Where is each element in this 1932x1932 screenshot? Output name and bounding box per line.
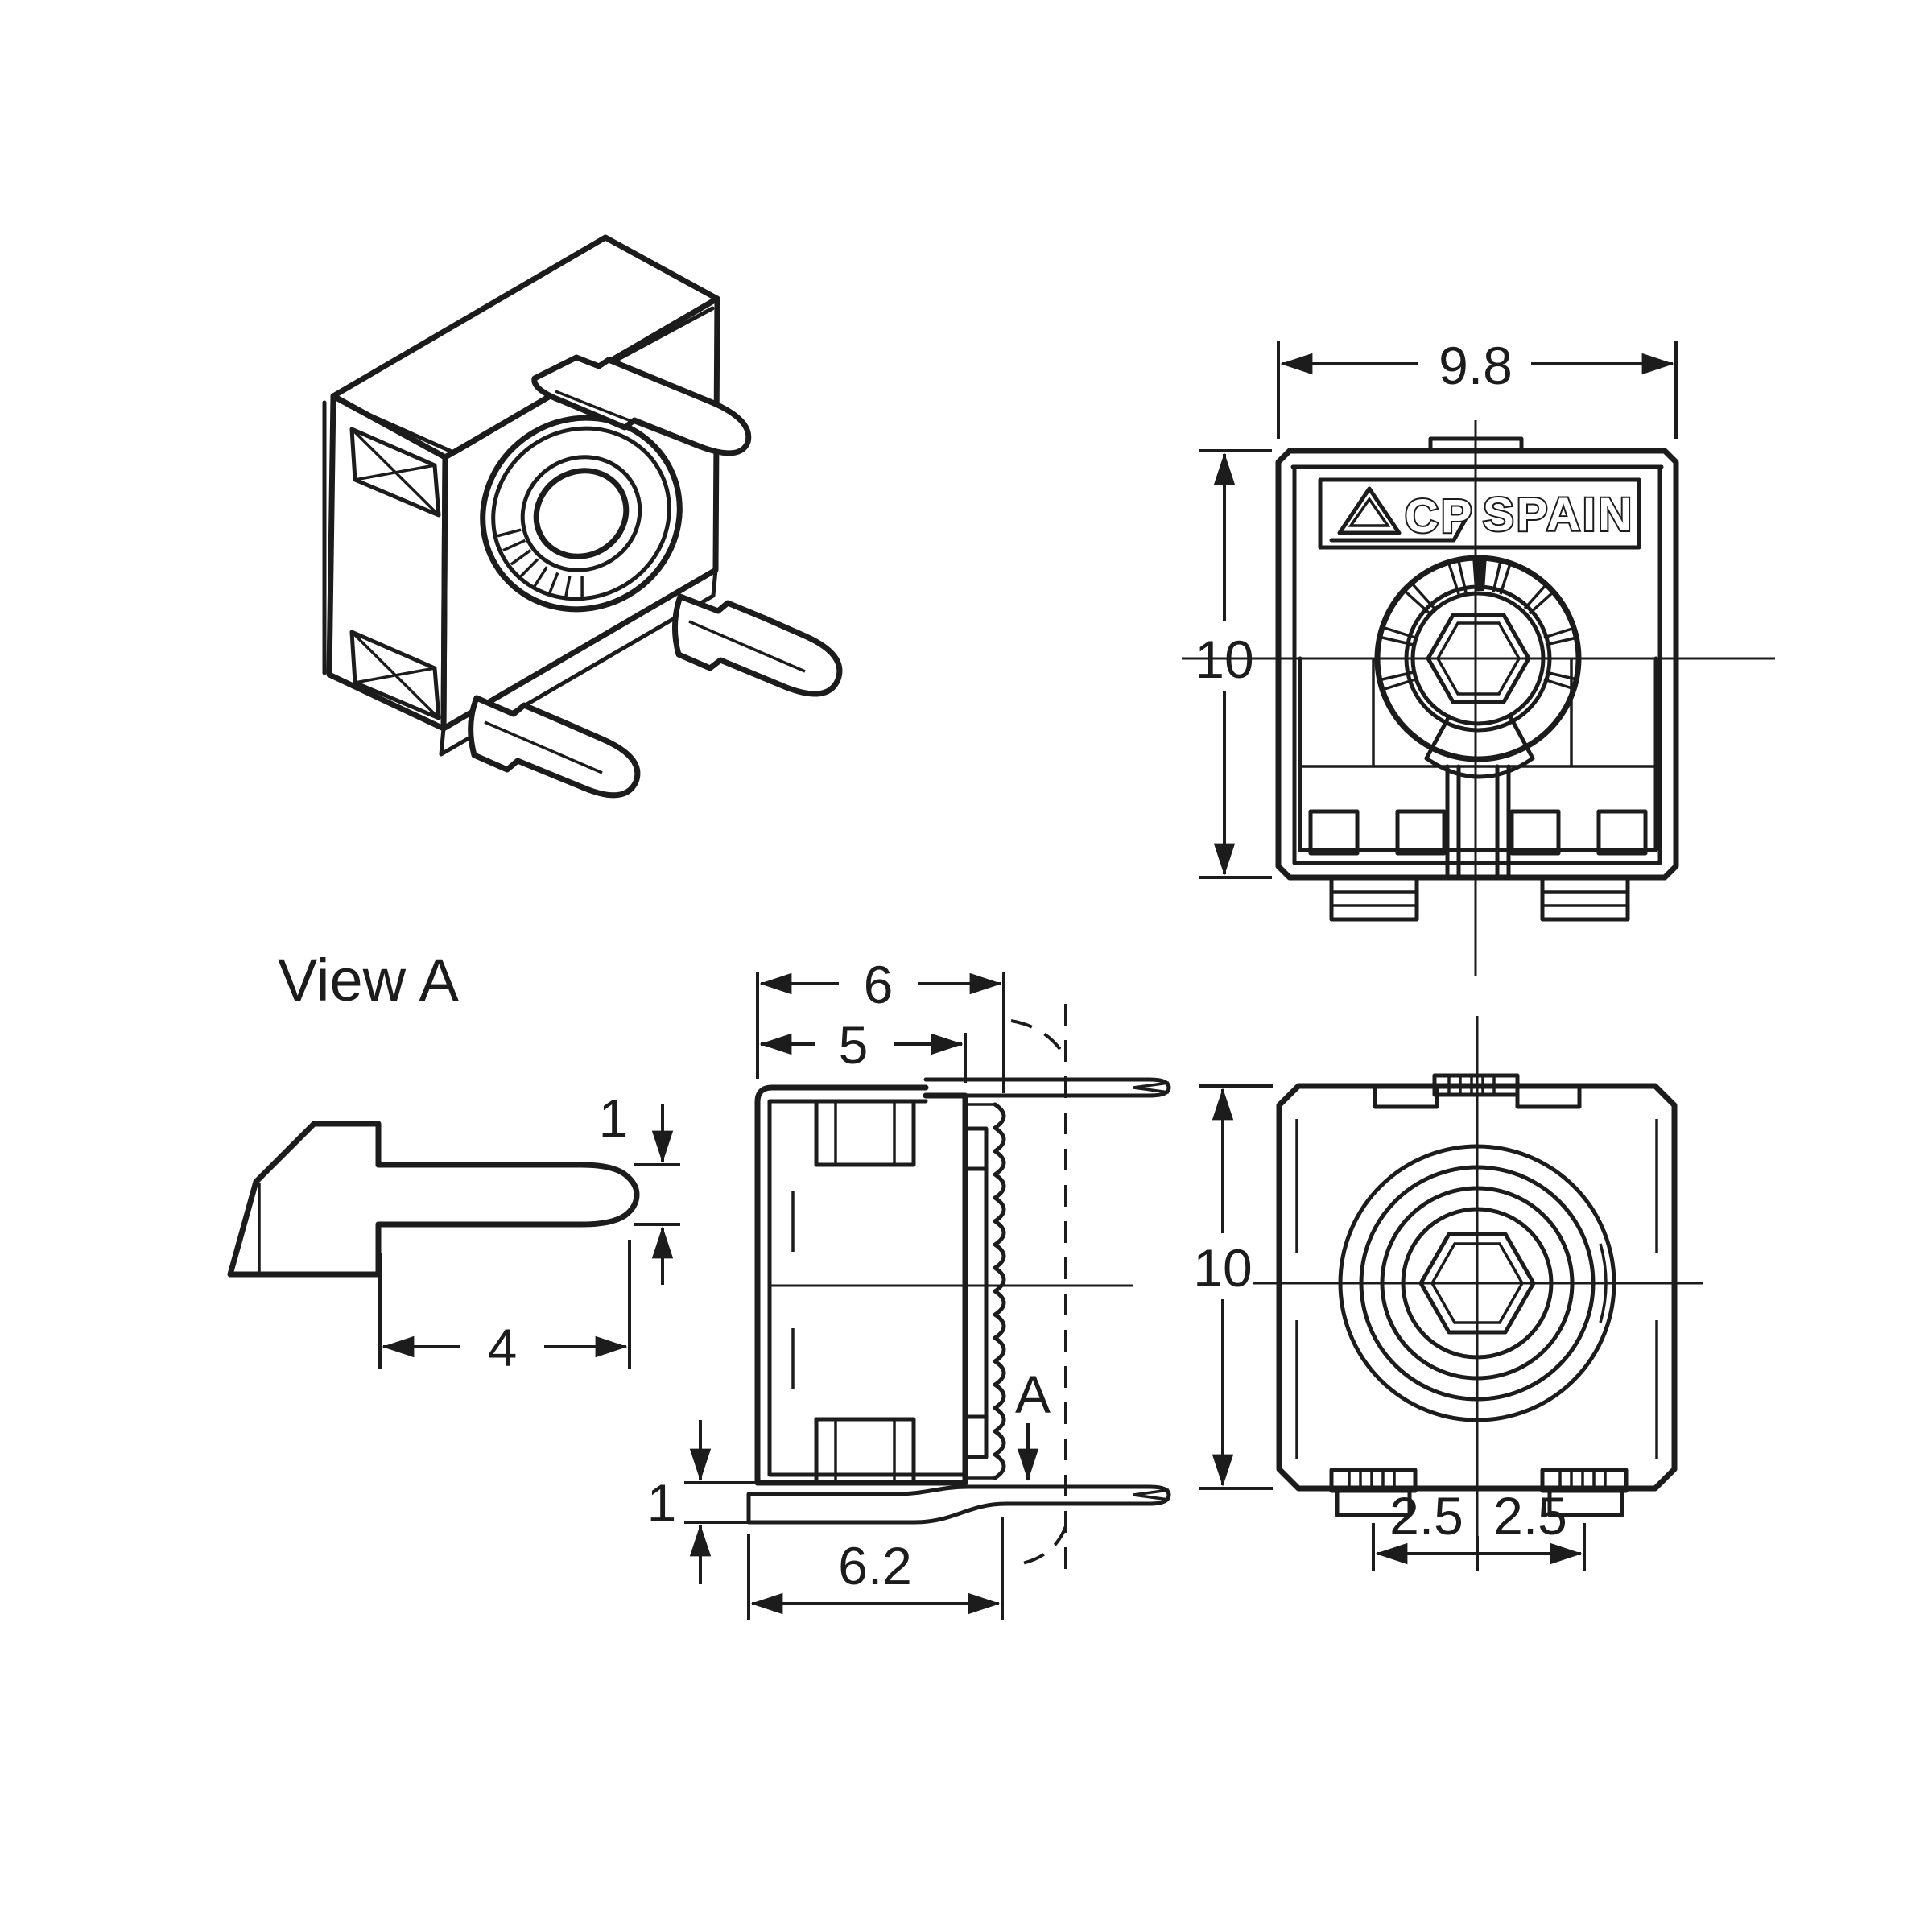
- back-body-outline: [1276, 1083, 1678, 1492]
- isometric-view: [322, 234, 843, 799]
- svg-text:6.2: 6.2: [838, 1536, 912, 1596]
- back-bottom-pins: [1329, 1468, 1629, 1517]
- front-feet: [1329, 875, 1630, 922]
- detail-pin-blade: [375, 1162, 640, 1228]
- front-body-outline: [1275, 448, 1679, 881]
- iso-pin-middle: [671, 593, 843, 697]
- side-knurl-edge: [993, 1102, 1006, 1480]
- iso-pin-bottom: [468, 695, 641, 799]
- side-pin-top: [923, 1077, 1171, 1098]
- svg-text:10: 10: [1193, 1238, 1252, 1298]
- iso-chamfer-pocket-bottom: [349, 630, 441, 720]
- dim-back-height: 10: [1193, 1084, 1273, 1490]
- dim-side-depth: 6: [756, 955, 1005, 1093]
- dim-side-cover-depth: 5: [759, 1015, 967, 1083]
- dim-front-width: 9.8: [1277, 336, 1678, 439]
- dim-back-pin-spacing: 2.5 2.5: [1372, 1486, 1586, 1571]
- dim-pin-spacing-left: 2.5: [1389, 1486, 1463, 1546]
- side-hidden-rotor-line: [1010, 1004, 1067, 1570]
- side-body-right-bottom: [754, 1092, 968, 1486]
- brand-logo-letters: CP: [1405, 490, 1475, 543]
- detail-pin-head: [227, 1121, 382, 1278]
- front-body-inner: [1290, 464, 1664, 865]
- svg-text:4: 4: [488, 1318, 518, 1377]
- dim-pin-spacing-right: 2.5: [1493, 1486, 1567, 1546]
- back-body-inner: [1295, 1119, 1658, 1459]
- svg-text:1: 1: [647, 1473, 677, 1533]
- side-view: 6 5 1 6.2 A: [647, 955, 1171, 1620]
- dim-side-total-depth: 6.2: [747, 1517, 1004, 1620]
- dim-detail-thickness: 1: [599, 1088, 680, 1285]
- iso-pin-top: [531, 354, 752, 456]
- detail-view-a: View A 1 4: [227, 947, 680, 1377]
- side-rotor-collar: [963, 1102, 1006, 1480]
- svg-text:6: 6: [864, 955, 894, 1014]
- front-center-pin: [1445, 764, 1511, 880]
- brand-country-label: SPAIN: [1483, 489, 1634, 541]
- iso-chamfer-pocket-top: [349, 427, 441, 518]
- front-rotor-housing: [1300, 658, 1656, 768]
- section-arrow-label: A: [1015, 1364, 1051, 1424]
- dim-front-height: 10: [1195, 449, 1272, 879]
- section-arrow-a: A: [1015, 1364, 1051, 1481]
- side-foot-pin: [746, 1484, 1171, 1525]
- svg-text:10: 10: [1195, 630, 1253, 689]
- dim-side-foot-offset: 1: [647, 1420, 755, 1584]
- iso-bottom-strip: [439, 568, 718, 757]
- front-cavity: [1298, 656, 1658, 852]
- front-pin-sections: [1308, 809, 1648, 856]
- front-view: CP SPAIN: [1182, 336, 1775, 976]
- svg-text:5: 5: [839, 1015, 869, 1075]
- brand-plate: [1318, 477, 1641, 550]
- front-rotor: [1374, 555, 1582, 779]
- side-inner-pockets: [791, 1099, 916, 1485]
- svg-text:9.8: 9.8: [1439, 336, 1513, 395]
- back-view: 10 2.5 2.5: [1193, 1016, 1703, 1571]
- svg-text:1: 1: [599, 1088, 629, 1148]
- iso-rotor-knurl-ticks: [497, 528, 584, 601]
- front-rotor-segments: [1381, 560, 1578, 691]
- side-body-left-top: [754, 1084, 929, 1486]
- acp-logo-icon: CP: [1329, 486, 1475, 544]
- iso-rotor-collar: [480, 415, 683, 613]
- dim-detail-length: 4: [378, 1240, 631, 1377]
- detail-title: View A: [278, 947, 460, 1013]
